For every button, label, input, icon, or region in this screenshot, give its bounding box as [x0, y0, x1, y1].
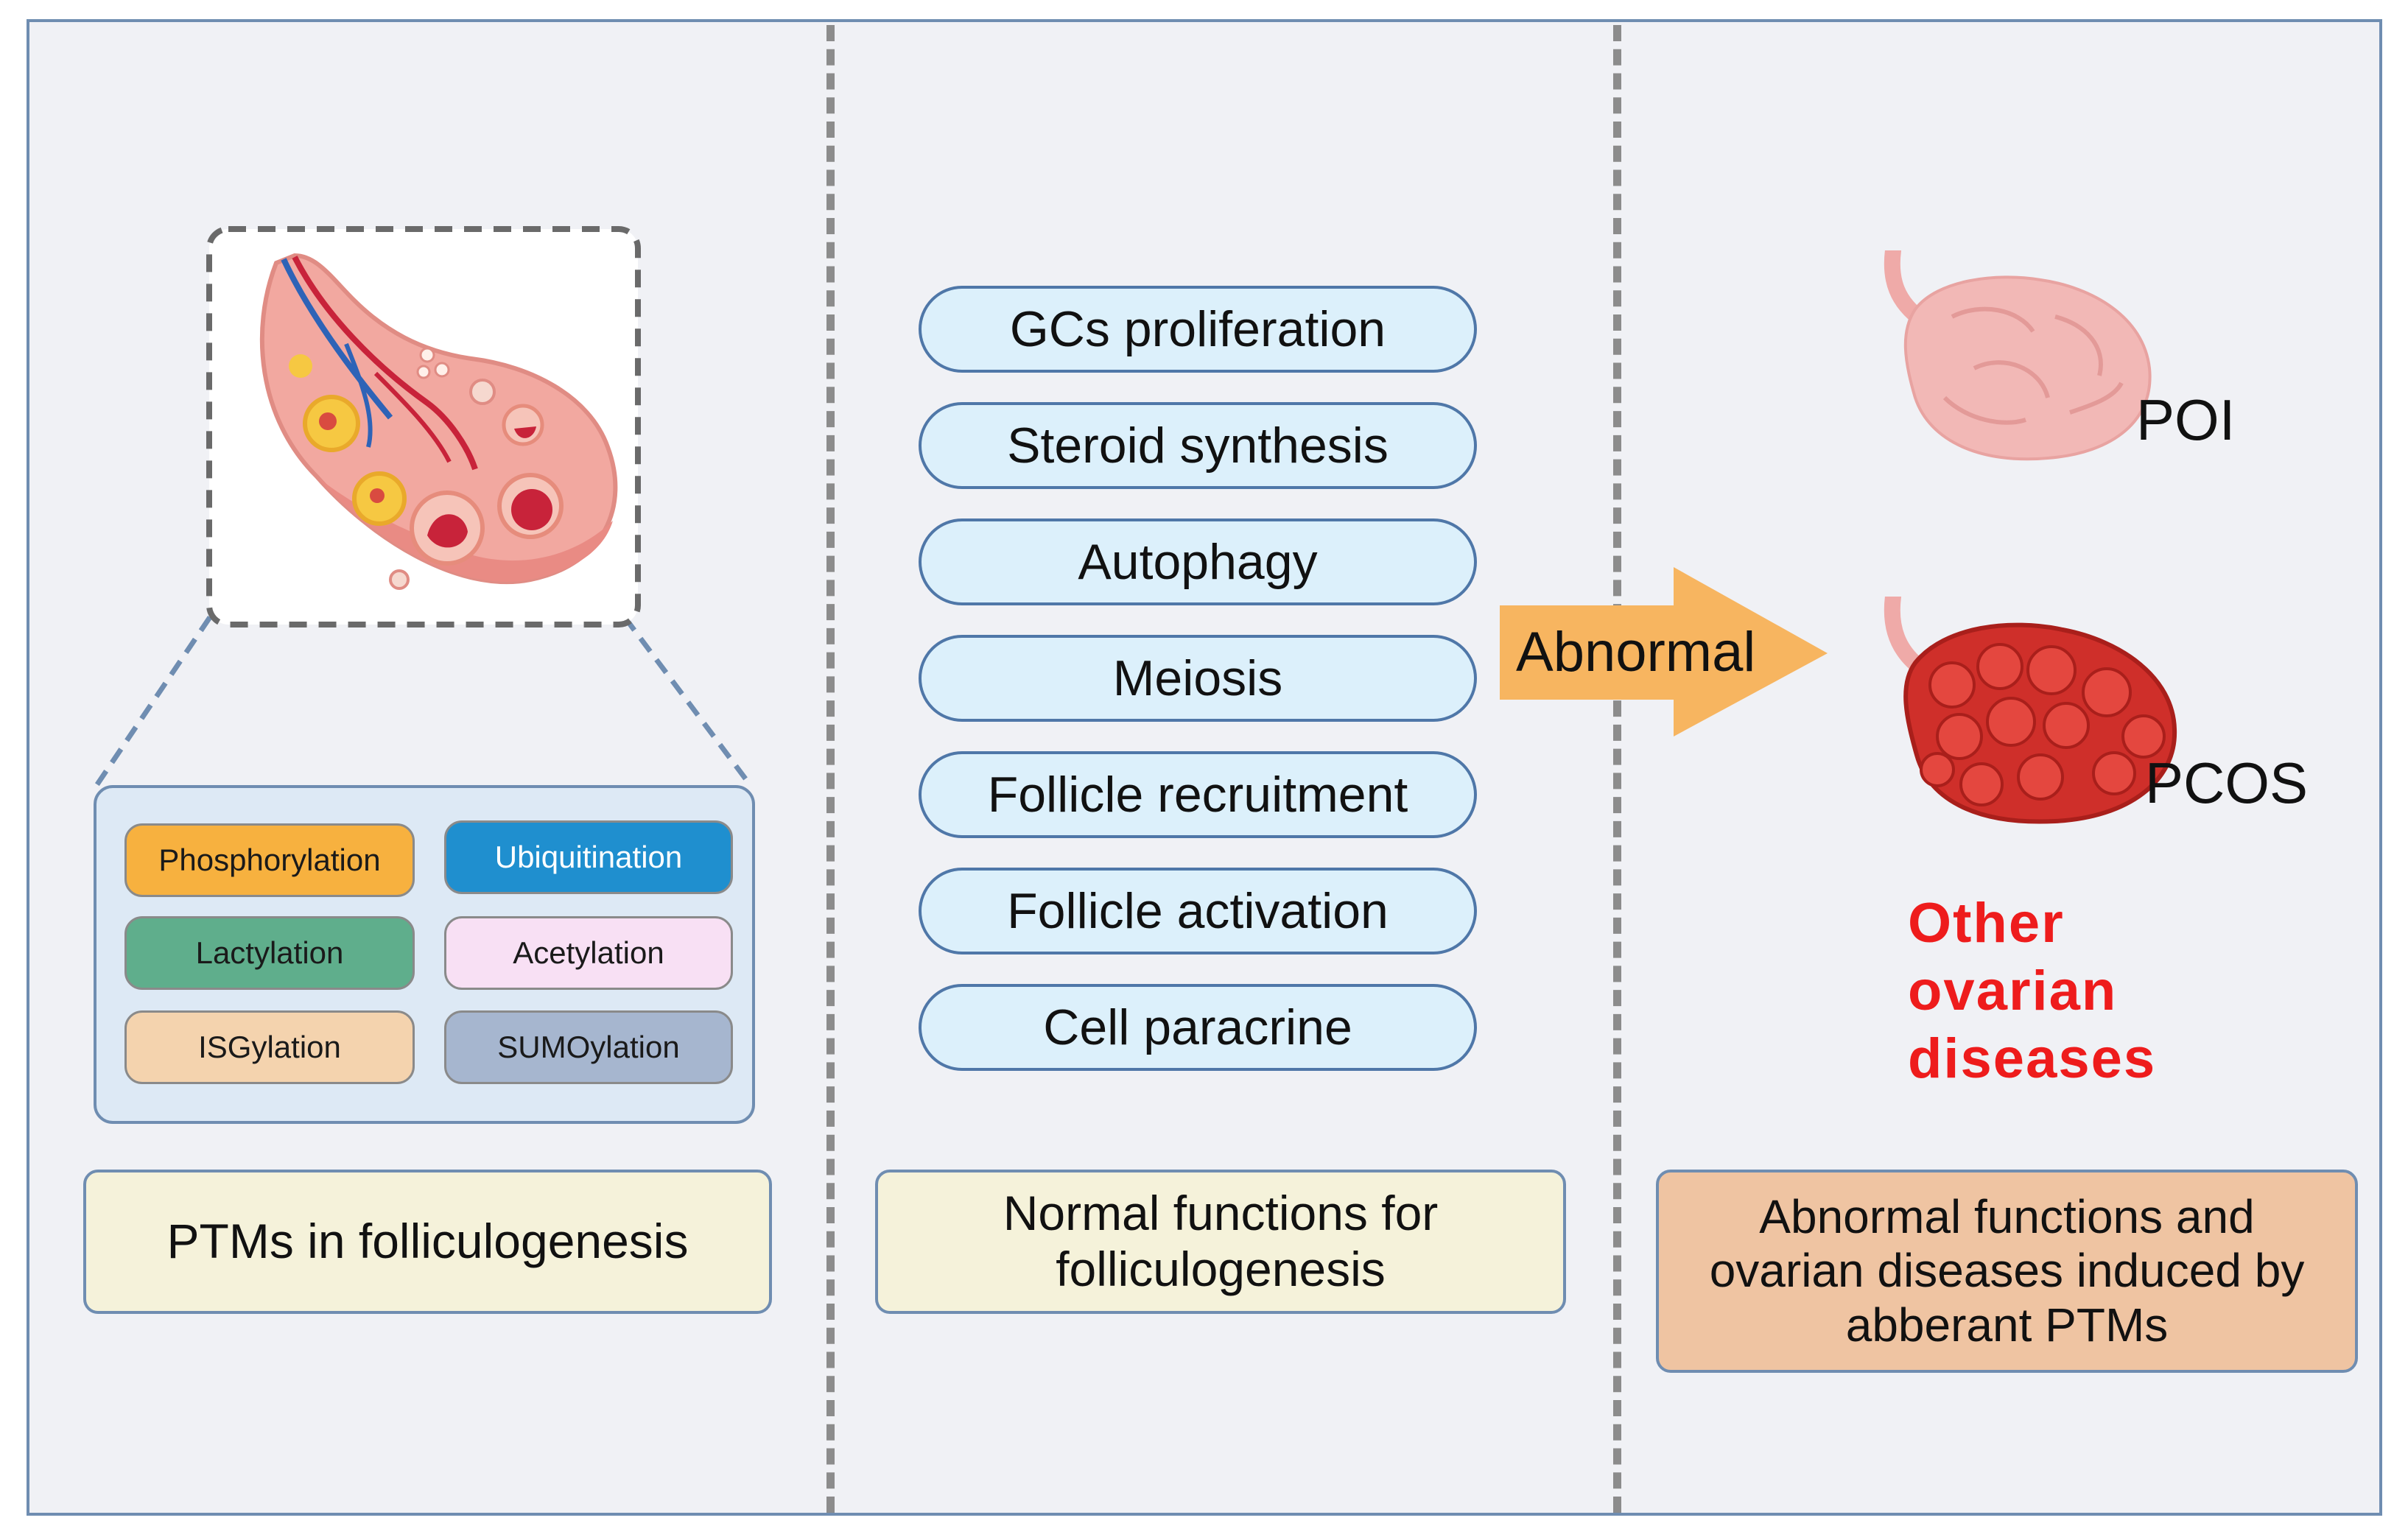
poi-ovary-icon — [1884, 250, 2152, 461]
other-line-1: Other — [1908, 892, 2065, 954]
ptm-types-box: Phosphorylation Ubiquitination Lactylati… — [94, 785, 755, 1124]
other-line-3: diseases — [1908, 1027, 2157, 1090]
ovary-illustration — [206, 226, 641, 627]
ptm-isgylation: ISGylation — [124, 1010, 415, 1084]
divider-left — [826, 25, 835, 1513]
ptm-lactylation: Lactylation — [124, 916, 415, 990]
abnormal-caption-line-2: ovarian diseases induced by — [1709, 1244, 2305, 1298]
abnormal-functions-caption: Abnormal functions and ovarian diseases … — [1656, 1170, 2358, 1373]
function-follicle-activation: Follicle activation — [919, 868, 1477, 954]
function-cell-paracrine: Cell paracrine — [919, 984, 1477, 1071]
abnormal-caption-line-3: abberant PTMs — [1845, 1298, 2169, 1351]
ptm-phosphorylation: Phosphorylation — [124, 823, 415, 897]
function-follicle-recruitment: Follicle recruitment — [919, 751, 1477, 838]
other-line-2: ovarian — [1908, 960, 2118, 1022]
other-ovarian-diseases-label: Other ovarian diseases — [1908, 890, 2156, 1093]
poi-label: POI — [2136, 387, 2236, 452]
abnormal-label: Abnormal — [1516, 621, 1756, 683]
ptm-acetylation: Acetylation — [444, 916, 733, 990]
function-steroid-synthesis: Steroid synthesis — [919, 402, 1477, 489]
function-gcs-proliferation: GCs proliferation — [919, 286, 1477, 373]
pcos-ovary-icon — [1884, 597, 2177, 824]
ptm-ubiquitination: Ubiquitination — [444, 820, 733, 894]
divider-right — [1613, 25, 1621, 1513]
pcos-label: PCOS — [2145, 750, 2309, 815]
abnormal-arrow — [1500, 567, 1828, 736]
normal-caption-line-2: folliculogenesis — [1056, 1242, 1386, 1296]
function-meiosis: Meiosis — [919, 635, 1477, 722]
normal-caption-line-1: Normal functions for — [1003, 1186, 1439, 1241]
normal-functions-caption: Normal functions for folliculogenesis — [875, 1170, 1566, 1314]
ovary-icon — [259, 253, 618, 590]
abnormal-caption-line-1: Abnormal functions and — [1759, 1189, 2255, 1243]
function-autophagy: Autophagy — [919, 518, 1477, 605]
ptm-sumoylation: SUMOylation — [444, 1010, 733, 1084]
ptms-caption: PTMs in folliculogenesis — [83, 1170, 772, 1314]
